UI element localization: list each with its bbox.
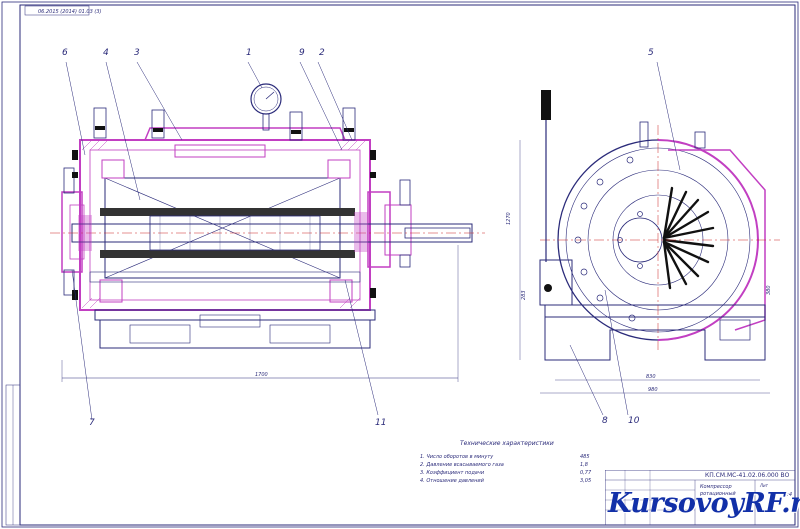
title-name-line1: Компрессор bbox=[700, 484, 732, 490]
stamp-code: 06.2015 (2014) 01.03 (3) bbox=[38, 9, 102, 15]
watermark-logo: KursovoyRF.ru bbox=[608, 488, 800, 528]
spec-value-2: 1,8 bbox=[580, 462, 588, 468]
dim-right-small: 380 bbox=[766, 285, 772, 295]
callout-4: 4 bbox=[103, 48, 109, 58]
side-section-view: 1270 283 380 830 980 bbox=[506, 90, 780, 394]
title-sheet-label: Лит bbox=[760, 483, 768, 488]
callout-3: 3 bbox=[134, 48, 140, 58]
spec-label-3: 3. Коэффициент подачи bbox=[420, 470, 485, 476]
frame-border bbox=[19, 4, 796, 526]
dim-side-height: 1270 bbox=[506, 212, 512, 225]
callout-5: 5 bbox=[648, 48, 654, 58]
title-name-line2: ротационный bbox=[700, 491, 736, 497]
callout-7: 7 bbox=[89, 418, 95, 428]
spec-value-3: 0,77 bbox=[580, 470, 592, 476]
title-scale: 1:4 bbox=[784, 492, 793, 498]
callout-2: 2 bbox=[319, 48, 325, 58]
rotor-blades bbox=[662, 186, 715, 290]
callout-8: 8 bbox=[602, 416, 608, 426]
stamp-box bbox=[24, 5, 90, 16]
dim-side-width-outer: 980 bbox=[648, 387, 658, 393]
tech-specs-title: Технические характеристики bbox=[460, 440, 554, 447]
dim-overall-length: 1700 bbox=[255, 372, 268, 378]
callout-9: 9 bbox=[299, 48, 305, 58]
callout-6: 6 bbox=[62, 48, 68, 58]
dim-side-width-inner: 830 bbox=[646, 374, 656, 380]
spec-label-4: 4. Отношение давлений bbox=[420, 478, 484, 484]
callout-1: 1 bbox=[246, 48, 252, 58]
spec-label-1: 1. Число оборотов в минуту bbox=[420, 454, 494, 460]
title-designation: КП.СМ.МС-41.02.06.000 ВО bbox=[705, 472, 790, 479]
leader-lines bbox=[65, 61, 681, 421]
spec-value-4: 3,05 bbox=[580, 478, 592, 484]
spec-value-1: 485 bbox=[580, 454, 590, 460]
dim-base-height: 283 bbox=[521, 290, 527, 300]
callout-11: 11 bbox=[375, 418, 387, 428]
spec-label-2: 2. Давление всасываемого газа bbox=[420, 462, 504, 468]
watermark-text: KursovoyRF.ru bbox=[608, 488, 800, 519]
callout-10: 10 bbox=[628, 416, 640, 426]
front-section-view: 1700 bbox=[50, 83, 485, 382]
